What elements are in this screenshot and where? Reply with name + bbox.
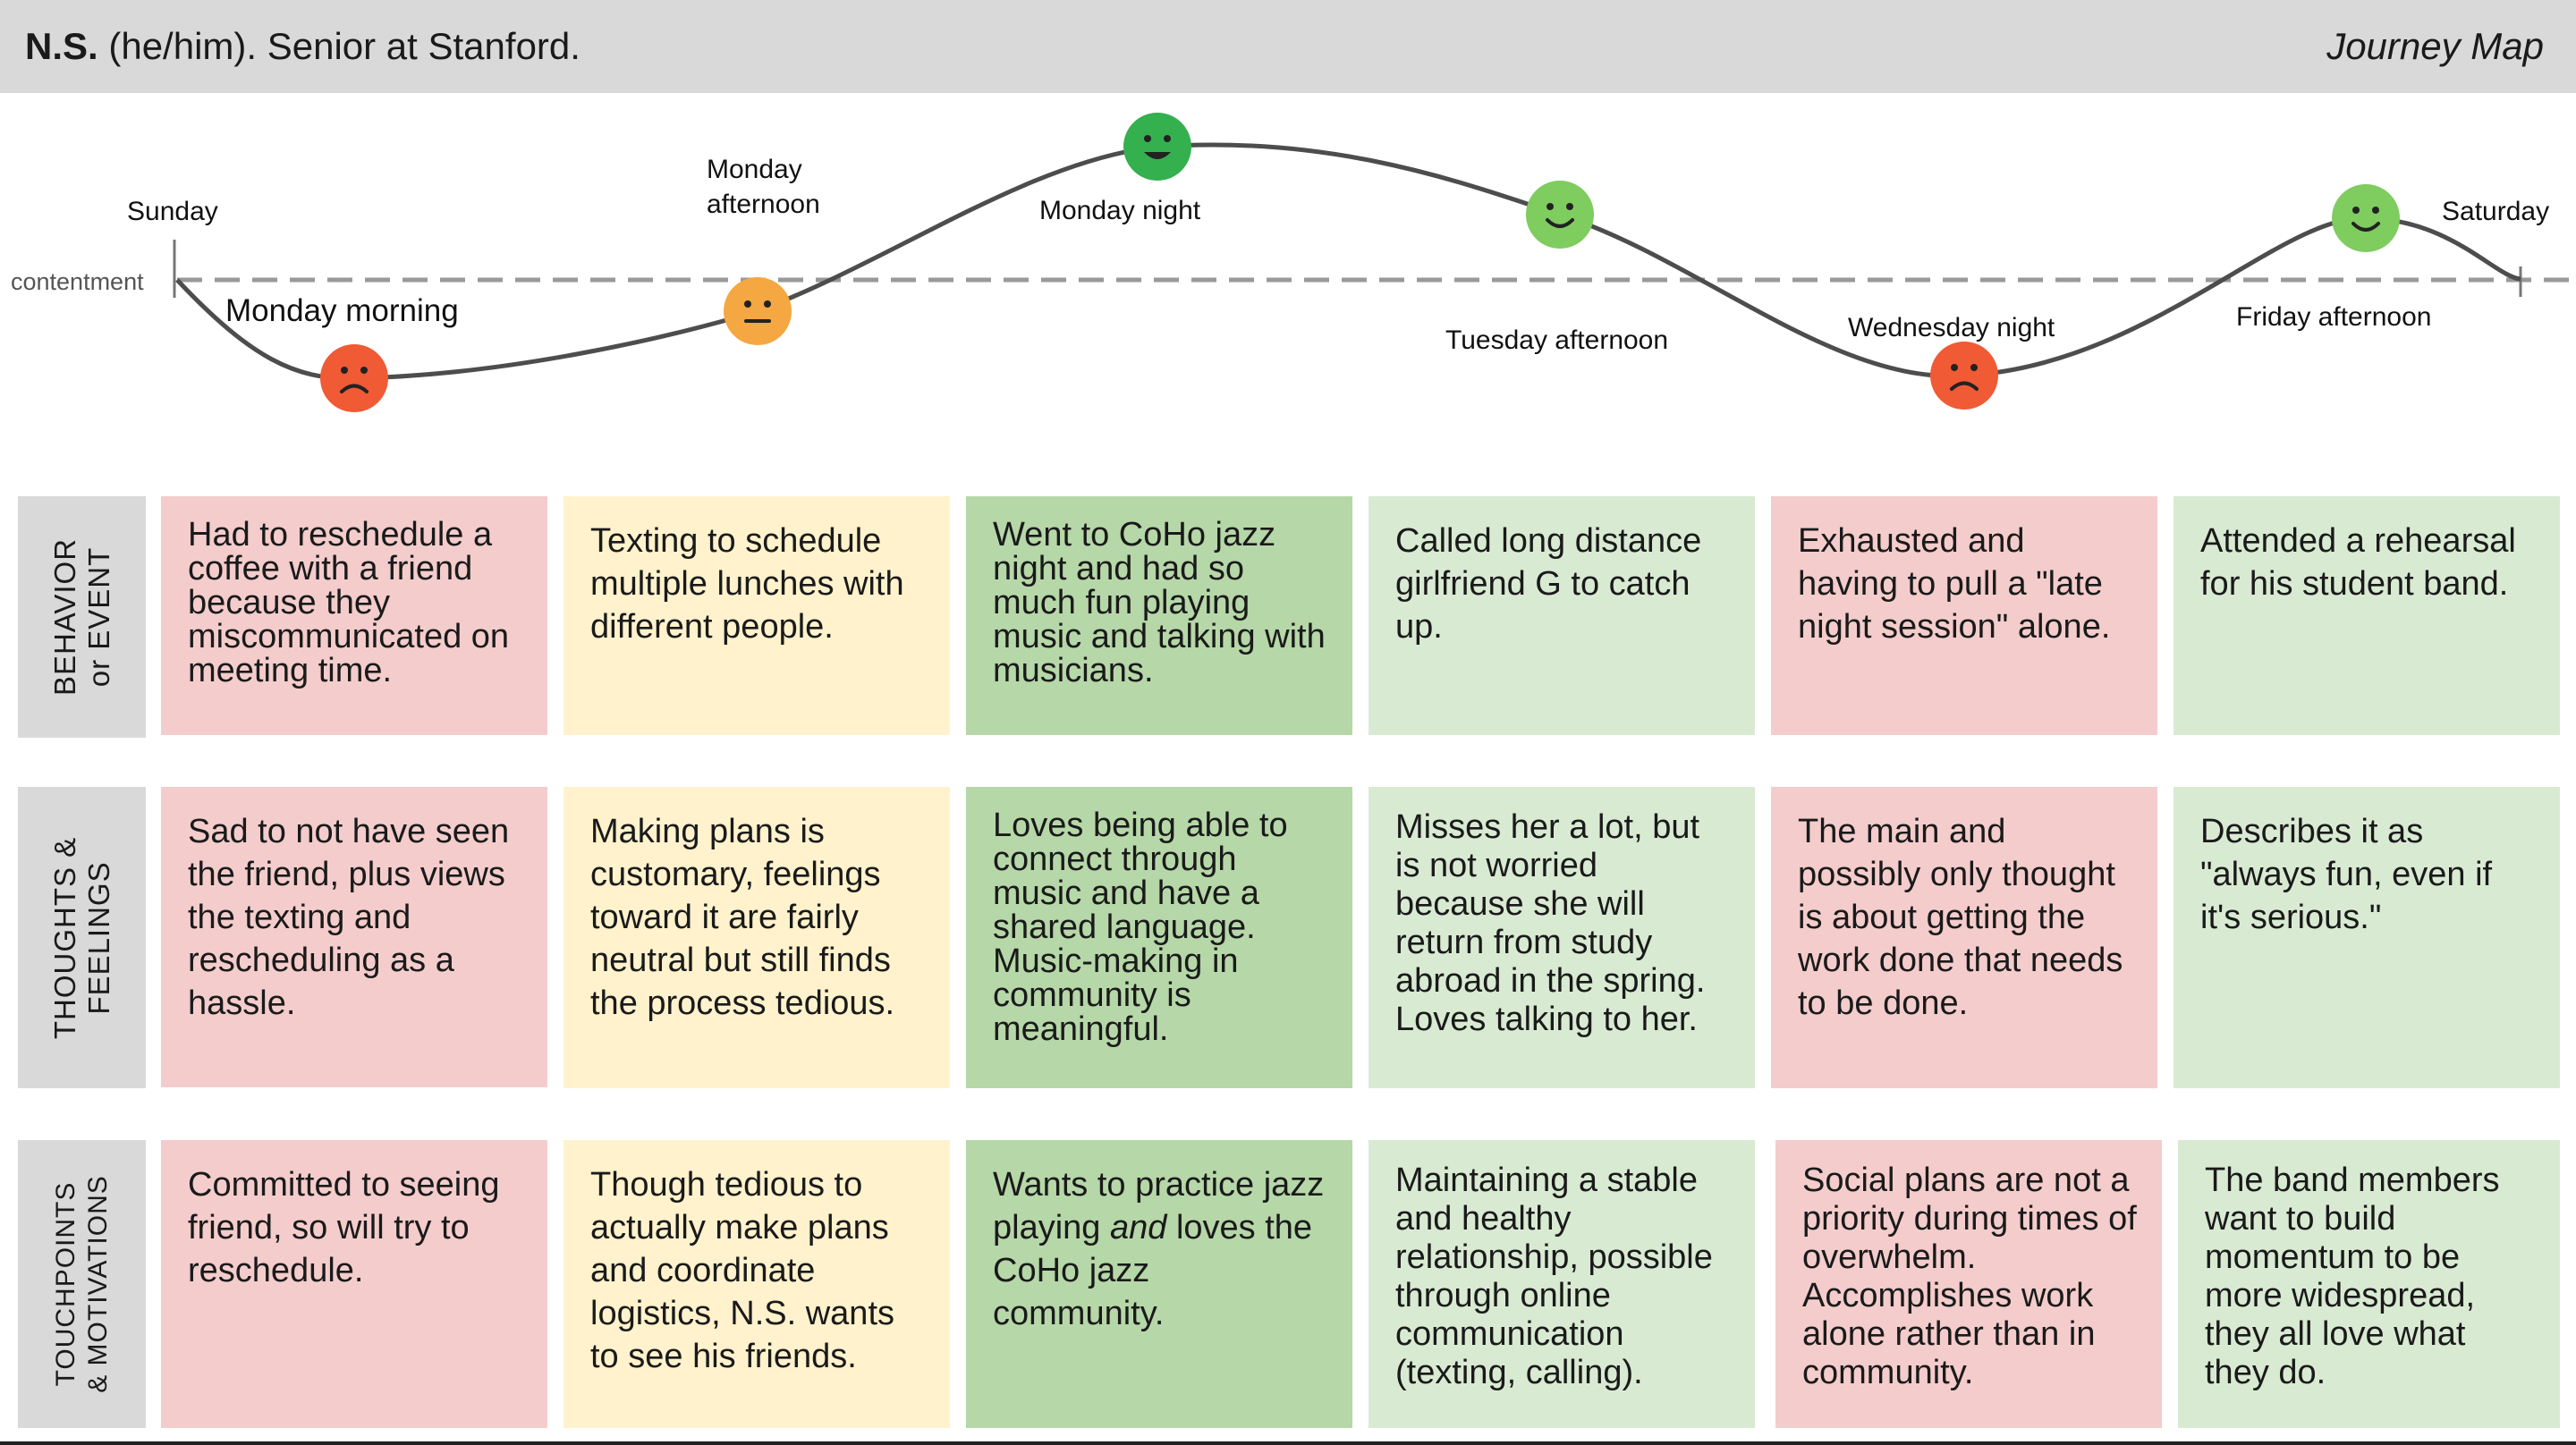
thoughts-card-2: Making plans is customary, feelings towa… [564, 787, 950, 1088]
touchpoints-card-1: Committed to seeing friend, so will try … [161, 1140, 547, 1428]
persona-initials: N.S. [25, 25, 98, 67]
thoughts-card-1: Sad to not have seen the friend, plus vi… [161, 787, 547, 1087]
label-monday-morning: Monday morning [225, 293, 459, 328]
label-monday-night: Monday night [1039, 196, 1201, 225]
thoughts-card-5: The main and possibly only thought is ab… [1771, 787, 2157, 1088]
row-header-thoughts: THOUGHTS &FEELINGS [18, 787, 146, 1088]
persona-description: (he/him). Senior at Stanford. [97, 25, 580, 67]
label-monday-afternoon-line1: Monday [707, 155, 802, 184]
row-header-line: FEELINGS [81, 860, 115, 1015]
label-saturday: Saturday [2442, 197, 2550, 226]
touchpoints-text-after: loves the CoHo jazz community. [993, 1209, 1313, 1332]
journey-line [175, 142, 2521, 381]
behavior-card-1: Had to reschedule a coffee with a friend… [161, 496, 547, 735]
touchpoints-card-6: The band members want to build momentum … [2178, 1140, 2560, 1428]
behavior-card-4: Called long distance girlfriend G to cat… [1368, 496, 1755, 735]
label-friday-afternoon: Friday afternoon [2236, 302, 2432, 332]
touchpoints-card-4: Maintaining a stable and healthy relatio… [1368, 1140, 1755, 1428]
contentment-label: contentment [11, 268, 144, 295]
thoughts-card-4: Misses her a lot, but is not worried bec… [1368, 787, 1755, 1088]
frown-face-icon [1930, 342, 1998, 410]
frown-face-icon [320, 344, 388, 412]
behavior-card-2: Texting to schedule multiple lunches wit… [564, 496, 950, 735]
row-header-touchpoints: TOUCHPOINTS& MOTIVATIONS [18, 1140, 146, 1428]
touchpoints-card-5: Social plans are not a priority during t… [1775, 1140, 2162, 1428]
header-bar: N.S. (he/him). Senior at Stanford. Journ… [0, 0, 2576, 93]
touchpoints-text-before: Wants to practice jazz playing [993, 1166, 1325, 1246]
row-header-line: or EVENT [81, 546, 115, 688]
thoughts-card-3: Loves being able to connect through musi… [966, 787, 1352, 1088]
touchpoints-card-2: Though tedious to actually make plans an… [564, 1140, 950, 1428]
row-header-line: TOUCHPOINTS [50, 1181, 80, 1387]
row-header-line: & MOTIVATIONS [82, 1175, 113, 1393]
label-monday-afternoon-line2: afternoon [707, 190, 820, 219]
touchpoints-card-3: Wants to practice jazz playing and loves… [966, 1140, 1352, 1428]
smile-face-icon [1526, 181, 1594, 249]
bottom-border [0, 1441, 2576, 1445]
label-sunday: Sunday [127, 197, 218, 226]
persona-title: N.S. (he/him). Senior at Stanford. [25, 0, 580, 93]
journey-map-title: Journey Map [2326, 25, 2544, 67]
thoughts-card-6: Describes it as "always fun, even if it'… [2174, 787, 2560, 1088]
behavior-card-5: Exhausted and having to pull a "late nig… [1771, 496, 2157, 735]
emotion-curve [173, 113, 2576, 412]
label-tuesday-afternoon: Tuesday afternoon [1445, 325, 1669, 355]
smile-face-icon [2332, 184, 2400, 252]
row-header-line: BEHAVIOR [47, 537, 81, 697]
neutral-face-icon [724, 277, 792, 345]
label-wednesday-night: Wednesday night [1848, 313, 2055, 342]
big-smile-face-icon [1123, 113, 1191, 181]
touchpoints-text-emphasis: and [1109, 1209, 1167, 1246]
row-header-line: THOUGHTS & [47, 836, 81, 1039]
behavior-card-6: Attended a rehearsal for his student ban… [2174, 496, 2560, 735]
behavior-card-3: Went to CoHo jazz night and had so much … [966, 496, 1352, 735]
